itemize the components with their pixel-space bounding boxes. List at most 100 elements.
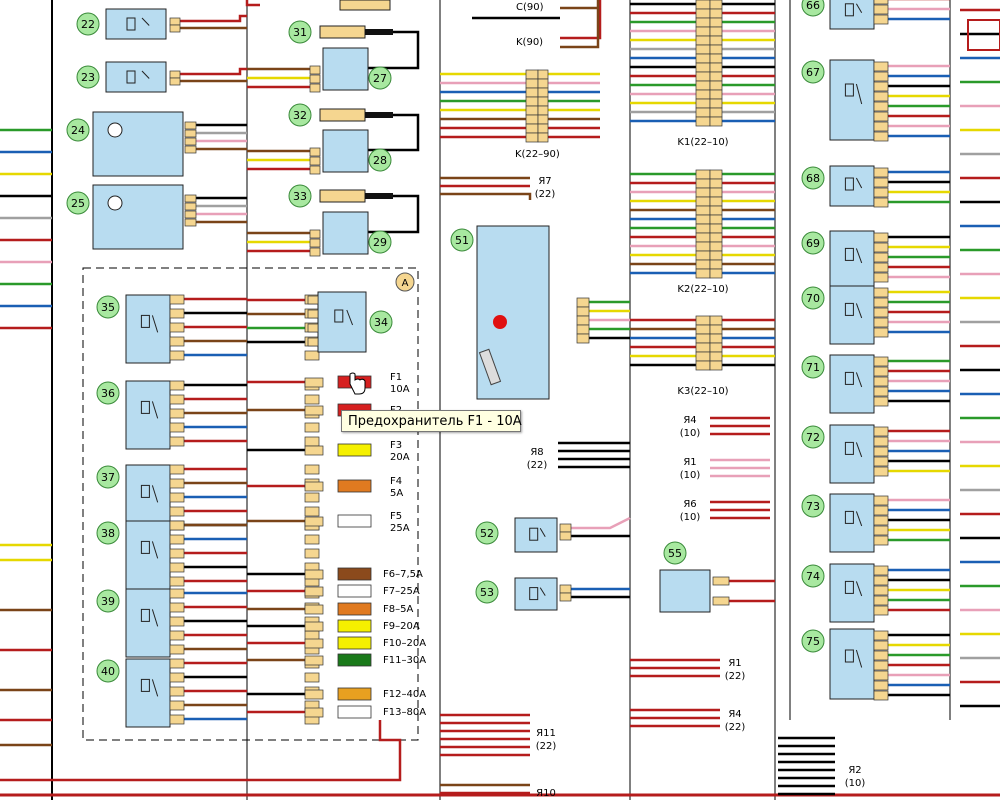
wire-bottom-bus [0, 720, 402, 782]
connector-pin [873, 232, 889, 243]
relay-32-marker [288, 103, 312, 127]
connector-pin [304, 506, 320, 517]
connector-pin [709, 89, 723, 100]
connector-31 [319, 25, 366, 39]
connector-pin [576, 333, 590, 344]
relay-34-marker [369, 310, 393, 334]
relay-37-number: 37 [101, 471, 115, 484]
sensor-box-23-switch [141, 70, 150, 79]
connector-pin [709, 169, 723, 180]
fuse-label-F8: F8–5A [383, 604, 413, 615]
relay-box-29 [322, 211, 369, 255]
component-52-marker [475, 521, 499, 545]
connector-pin [873, 327, 889, 338]
relay-38-marker [96, 521, 120, 545]
fuse-F13[interactable] [337, 705, 372, 719]
relay-box-71-coil [844, 371, 854, 385]
fuse-F11[interactable] [337, 653, 372, 667]
relay-box-40 [125, 658, 171, 728]
fuse-F12[interactable] [337, 687, 372, 701]
relay-37-marker [96, 465, 120, 489]
fuse-F5[interactable] [337, 514, 372, 528]
connector-pin [169, 322, 185, 333]
connector-ya1a-sub: (10) [680, 470, 701, 481]
relay-71-marker [801, 355, 825, 379]
connector-pin [304, 604, 324, 615]
connector-pin [709, 178, 723, 189]
connector-pin [709, 187, 723, 198]
connector-pin [169, 380, 185, 391]
sensor-box-23 [105, 61, 167, 93]
connector-lead-31 [365, 29, 393, 35]
connector-pin [873, 605, 889, 616]
relay-74-marker [801, 564, 825, 588]
connector-pin [695, 187, 711, 198]
component-55-marker [663, 541, 687, 565]
connector-pin [576, 297, 590, 308]
connector-pin [709, 268, 723, 279]
relay-35-number: 35 [101, 301, 115, 314]
relay-box-75-coil [844, 649, 854, 663]
connector-pin [169, 602, 185, 613]
connector-pin [304, 534, 320, 545]
fuse-F10[interactable] [337, 636, 372, 650]
relay-74-number: 74 [806, 570, 820, 583]
fuse-F3[interactable] [337, 443, 372, 457]
connector-pin [709, 223, 723, 234]
connector-pin [304, 492, 320, 503]
fuse-F4[interactable] [337, 479, 372, 493]
connector-pin [304, 516, 324, 527]
connector-pin [304, 422, 320, 433]
relay-box-69-switch [855, 248, 863, 264]
connector-pin [559, 523, 572, 533]
wire [245, 0, 260, 7]
connector-ya1a-label: Я1 [683, 457, 696, 468]
relay-29-number: 29 [373, 236, 387, 249]
connector-pin [169, 17, 181, 26]
block-frame-dashed [82, 267, 419, 741]
connector-pin [304, 638, 324, 649]
fuse-F6[interactable] [337, 567, 372, 581]
fuse-F9[interactable] [337, 619, 372, 633]
connector-pin [873, 71, 889, 82]
relay-box-28 [322, 129, 369, 173]
connector-ya4a-sub: (10) [680, 428, 701, 439]
connector-ya11-label: Я11 [536, 728, 556, 739]
fuse-F7[interactable] [337, 584, 372, 598]
connector-pin [169, 492, 185, 503]
connector-pin [304, 569, 324, 580]
connector-pin [169, 576, 185, 587]
connector-pin [709, 53, 723, 64]
relay-box-39-switch [151, 609, 159, 627]
wire [560, 0, 602, 40]
connector-pin [873, 495, 889, 506]
connector-pin [169, 294, 185, 305]
fuse-label-F11: F11–30A [383, 655, 426, 666]
connector-pin [537, 78, 549, 89]
connector-pin [309, 83, 321, 93]
relay-35-marker [96, 295, 120, 319]
connector-pin [576, 306, 590, 317]
connector-pin [525, 69, 539, 80]
connector-pin [695, 80, 711, 91]
connector-pin [709, 360, 723, 371]
connector-pin [537, 105, 549, 116]
sensor-box-24 [92, 111, 184, 177]
connector-pin [873, 396, 889, 407]
relay-box-37-switch [151, 485, 159, 503]
connector-pin [695, 178, 711, 189]
connector-pin [695, 223, 711, 234]
fuse-label-F7: F7–25A [383, 586, 420, 597]
connector-pin [169, 520, 185, 531]
connector-pin [559, 531, 572, 541]
connector-pin [525, 114, 539, 125]
connector-pin [304, 464, 320, 475]
relay-66-number: 66 [806, 0, 820, 12]
sensor-23-number: 23 [81, 71, 95, 84]
connector-pin [695, 44, 711, 55]
connector-pin [695, 53, 711, 64]
connector-ya2-sub: (10) [845, 778, 866, 789]
fuse-F8[interactable] [337, 602, 372, 616]
relay-73-number: 73 [806, 500, 820, 513]
